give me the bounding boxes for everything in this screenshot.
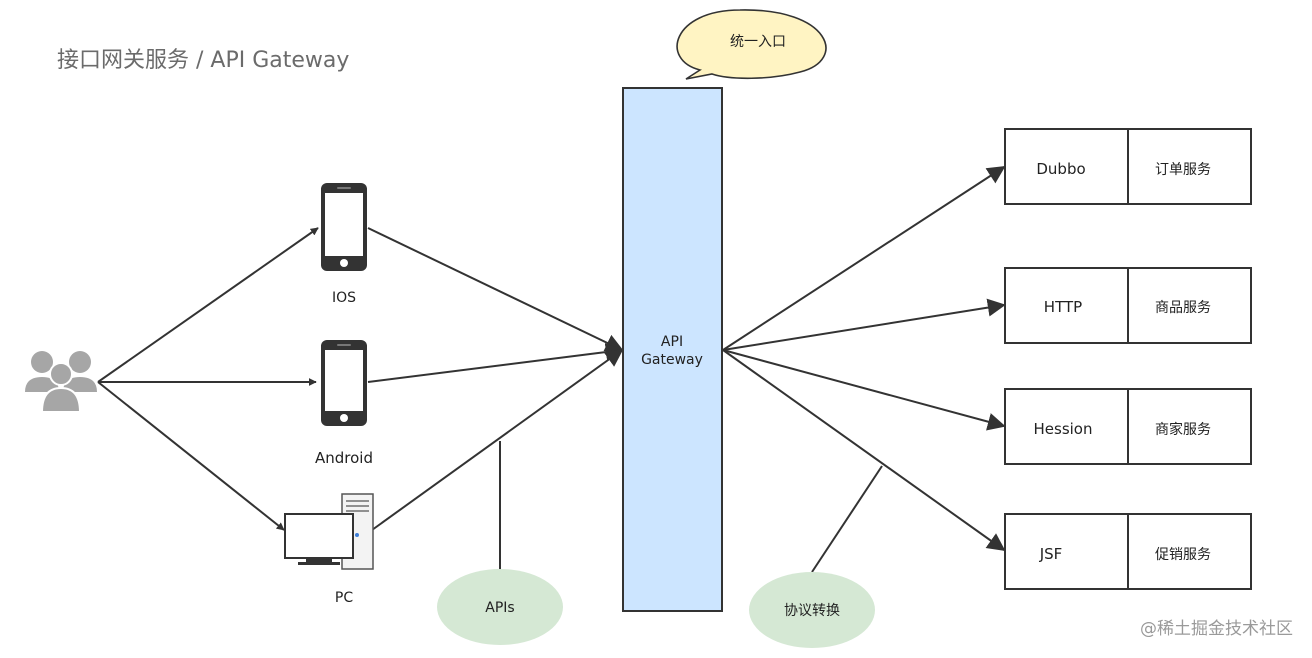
edge-gateway-hession <box>722 349 1006 431</box>
edge-gateway-dubbo <box>722 166 1006 351</box>
service-protocol: Dubbo <box>1036 160 1085 178</box>
service-protocol: JSF <box>1039 545 1063 563</box>
edge-users-ios <box>97 227 319 383</box>
watermark: @稀土掘金技术社区 <box>1140 619 1293 639</box>
edge-android-gateway <box>367 343 624 383</box>
service-name: 促销服务 <box>1155 547 1211 563</box>
service-row-hession: Hession 商家服务 <box>1004 388 1252 465</box>
service-protocol: HTTP <box>1044 298 1082 316</box>
service-row-dubbo: Dubbo 订单服务 <box>1004 128 1252 205</box>
service-row-jsf: JSF 促销服务 <box>1004 513 1252 590</box>
api-gateway-box: API Gateway <box>622 87 723 612</box>
protocol-oval: 协议转换 <box>749 572 875 648</box>
service-name: 商家服务 <box>1155 421 1211 438</box>
protocol-label: 协议转换 <box>784 602 840 619</box>
apis-label: APIs <box>485 600 514 616</box>
diagram-title: 接口网关服务 / API Gateway <box>57 48 349 73</box>
callout-bubble: 统一入口 <box>676 9 827 80</box>
edge-ios-gateway <box>367 227 624 352</box>
service-row-http: HTTP 商品服务 <box>1004 267 1252 344</box>
service-protocol: Hession <box>1034 420 1093 438</box>
apis-oval: APIs <box>437 569 563 645</box>
ios-phone-icon <box>321 183 367 271</box>
gateway-label-line1: API <box>661 334 683 350</box>
service-name: 订单服务 <box>1155 162 1211 178</box>
pc-icon <box>284 493 374 570</box>
protocol-connector <box>811 465 883 573</box>
callout-label: 统一入口 <box>730 34 786 50</box>
edge-pc-gateway <box>371 348 624 531</box>
service-name: 商品服务 <box>1155 300 1211 316</box>
edge-gateway-jsf <box>722 349 1006 552</box>
edge-gateway-http <box>722 298 1006 351</box>
pc-label: PC <box>335 590 353 606</box>
ios-label: IOS <box>332 290 356 306</box>
android-label: Android <box>315 449 373 467</box>
edge-users-pc <box>97 381 285 531</box>
android-phone-icon <box>321 340 367 426</box>
users-group-icon <box>25 351 97 413</box>
gateway-label-line2: Gateway <box>641 352 703 368</box>
